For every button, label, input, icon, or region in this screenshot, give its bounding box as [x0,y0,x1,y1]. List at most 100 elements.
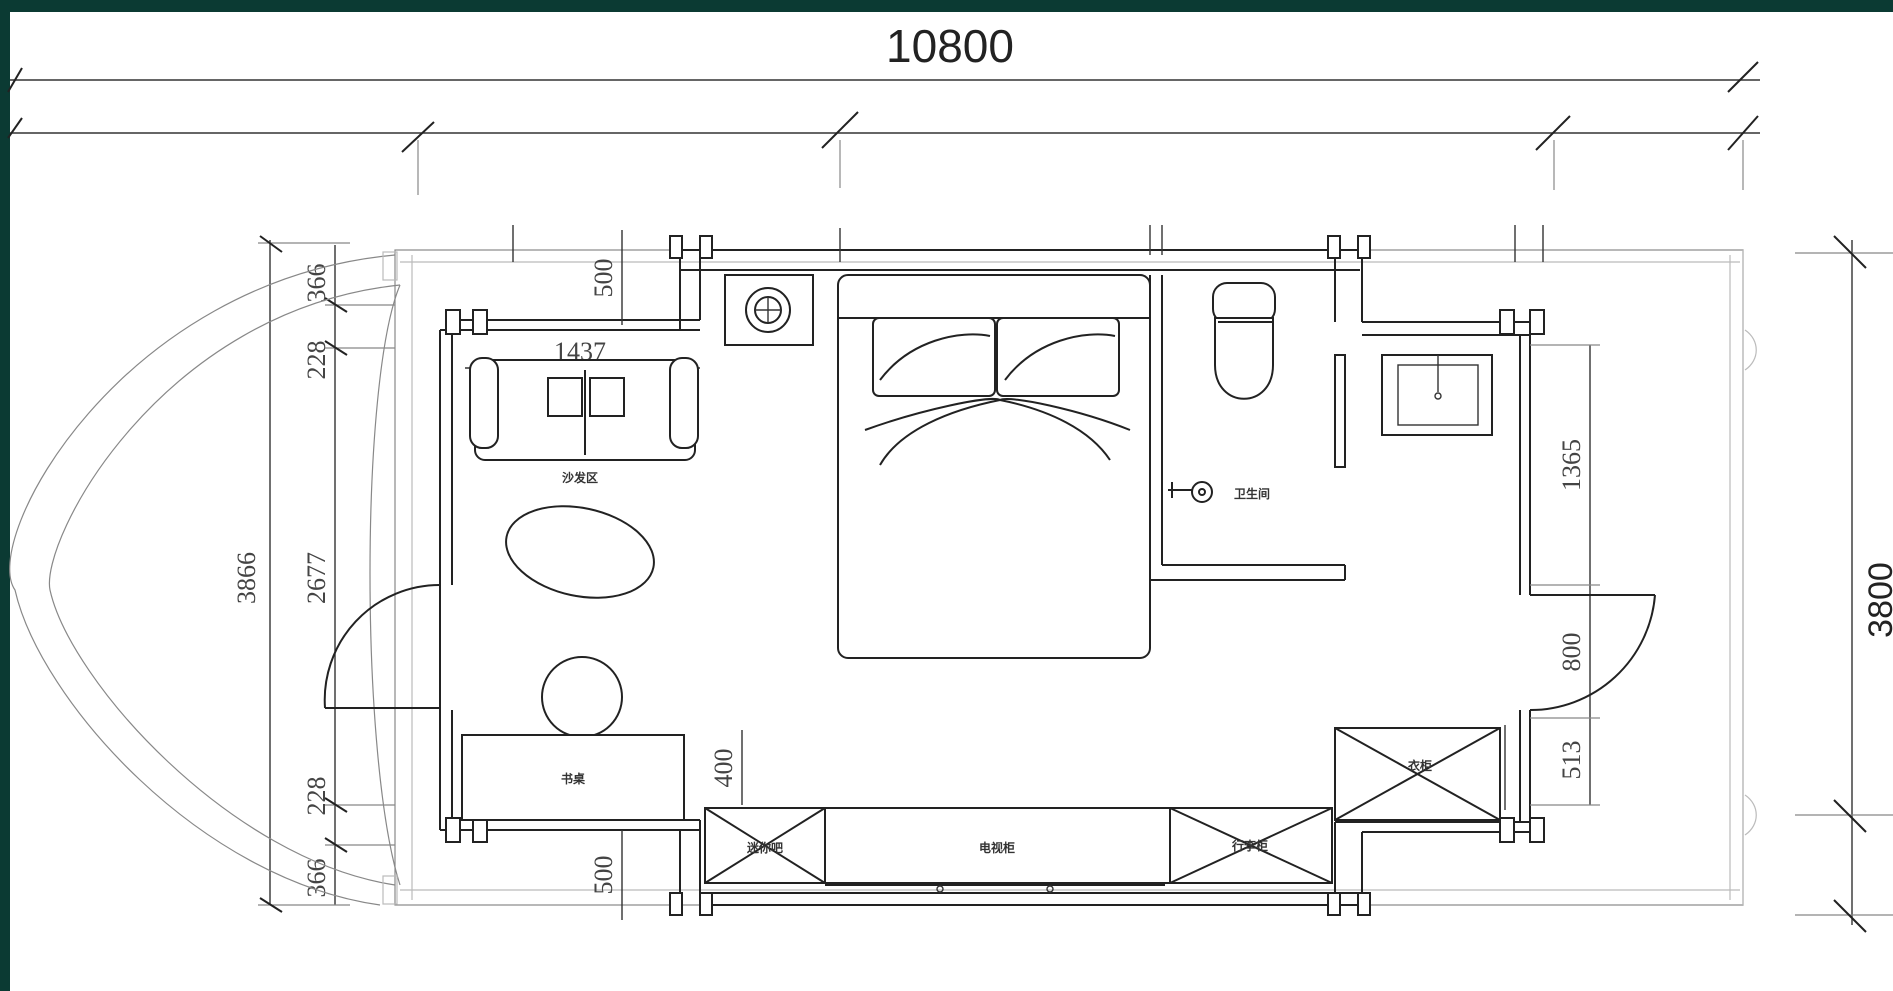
minibar-label: 迷你吧 [746,840,783,855]
right-door-swing [1529,594,1656,712]
column-post [1499,817,1515,843]
dim-tick [324,297,348,313]
column-post [445,817,461,843]
column-post [669,235,683,259]
shower-head-icon-inner [1198,488,1206,496]
round-stool [541,656,623,738]
cushion [547,377,583,417]
balcony-outer-curve [9,254,396,906]
dim-tick [7,67,23,93]
column-post [1529,817,1545,843]
column-post [472,817,488,843]
bathroom-sliding-door [1334,354,1346,468]
balcony-curve [9,254,401,906]
wardrobe-label: 衣柜 [1408,758,1432,773]
dim-tick [1727,61,1759,93]
left-total-label: 3866 [232,552,261,604]
pillow-fold [1004,333,1116,381]
pillow-fold [879,333,991,381]
cabinet-cross [1169,807,1333,884]
column-post [1357,892,1371,916]
wall-bottom-dim-label: 500 [589,856,618,895]
exterior-bump [1744,329,1757,371]
column-post [1499,309,1515,335]
sofa-area-label: 沙发区 [562,470,598,485]
pillow-right [996,317,1120,397]
column-post [445,309,461,335]
column-post [1357,235,1371,259]
dim-tick [259,897,283,913]
frame-border-top [0,0,1893,12]
dim-tick [1727,115,1759,151]
wash-basin [1381,354,1493,436]
wall-top-dim-label: 500 [589,259,618,298]
sofa-arm-right [669,357,699,449]
luggage-label: 行李柜 [1231,838,1268,853]
dim-tick [259,235,283,253]
left-door-swing [323,583,441,709]
right-low-dim-label: 513 [1557,741,1586,780]
columns [382,235,1545,916]
cabinet-cross [1334,727,1501,821]
column-post [669,892,683,916]
dim-tick [401,121,435,153]
left-bottom-2-label: 366 [302,859,331,898]
right-wash-dim-label: 1365 [1557,439,1586,491]
dim-tick [324,340,348,356]
tv-cabinet-label: 电视柜 [979,840,1015,855]
pillow-left [872,317,996,397]
right-door-dim-label: 800 [1557,633,1586,672]
tv-cabinet [824,807,1171,884]
left-top-1-label: 366 [302,264,331,303]
column-post [1327,892,1341,916]
column-post [699,235,713,259]
frame-border-left [0,0,10,991]
left-top-2-label: 228 [302,341,331,380]
column-post [1327,235,1341,259]
left-middle-label: 2677 [302,552,331,604]
shower-head-icon [1191,481,1213,503]
bed-sheet-fold [999,399,1111,461]
dim-tick [1833,235,1867,269]
furniture: 沙发区 书桌 迷你吧 电视柜 行李柜 衣柜 [461,274,1501,884]
cabinet-cross [704,807,826,884]
coffee-table [505,505,655,599]
bed-sheet-fold [879,399,1001,466]
cabinet-dim-label: 400 [709,749,738,788]
desk [461,734,685,821]
column-post-faint [382,875,398,905]
column-post [1529,309,1545,335]
overall-width-label: 10800 [886,20,1014,72]
dim-tick [324,837,348,853]
column-post-faint [382,251,398,281]
dim-tick [1833,799,1867,833]
overall-depth-label: 3800 [1862,562,1893,638]
cushion [589,377,625,417]
right-dimension-chain: 3800 [1795,235,1893,933]
balcony-glass-curve [369,284,401,886]
dim-tick [1535,115,1571,151]
toilet-bowl [1214,317,1274,400]
doors [323,354,1656,712]
dim-tick [1833,899,1867,933]
balcony-inner-curve [48,284,401,886]
desk-label: 书桌 [561,771,586,786]
drain [1434,392,1442,400]
bathroom-label: 卫生间 [1234,486,1270,501]
window-mullion [1046,885,1054,893]
column-post [699,892,713,916]
dim-tick [324,797,348,813]
exterior-bump [1744,794,1757,836]
top-dimension-chain: 10800 [7,20,1760,195]
lamp-icon [745,287,791,333]
sofa-arm-left [469,357,499,449]
outer-walls [394,225,1744,906]
column-post [472,309,488,335]
exterior-details [1742,250,1757,905]
dim-tick [821,111,859,149]
left-bottom-1-label: 228 [302,777,331,816]
dim-tick [7,117,23,139]
window-mullion [936,885,944,893]
